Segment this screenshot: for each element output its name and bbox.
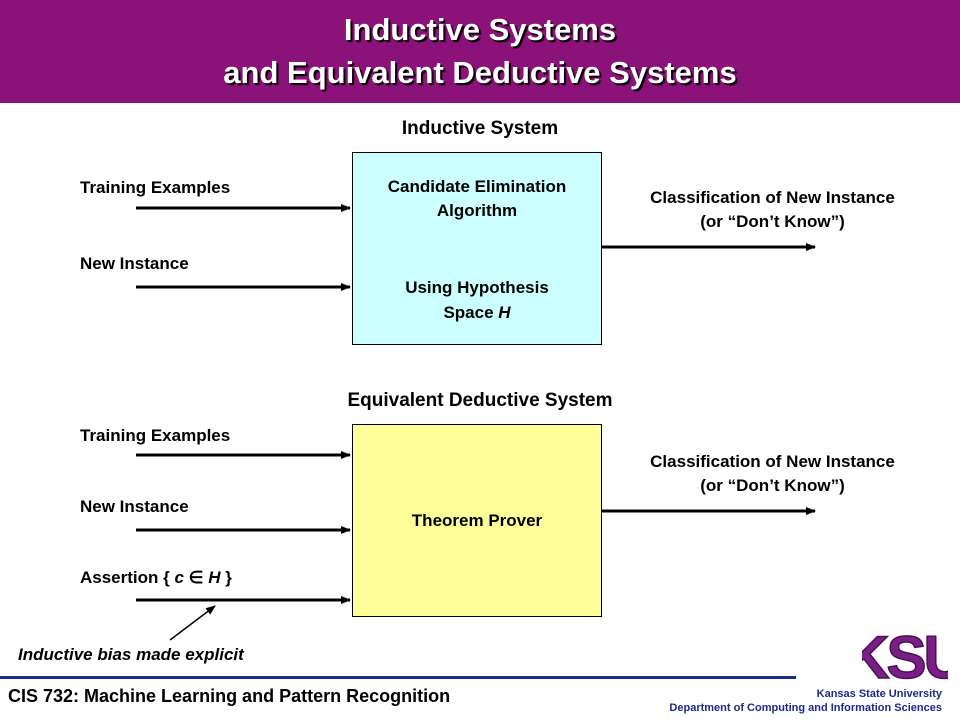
ind-box-line-2: Algorithm: [436, 201, 518, 220]
ind-box-line-3: Using Hypothesis: [405, 278, 549, 297]
ded-box-label: Theorem Prover: [411, 511, 543, 530]
ded-output-line-2: (or “Don’t Know”): [700, 476, 845, 495]
ded-new-instance-label: New Instance: [80, 497, 189, 516]
inductive-heading: Inductive System: [401, 118, 559, 139]
department-name: Department of Computing and Information …: [669, 702, 942, 714]
ind-box-line-4: Space H: [443, 303, 511, 322]
ind-training-label: Training Examples: [80, 178, 231, 197]
title-line-1: Inductive Systems: [343, 12, 617, 47]
university-name: Kansas State University: [816, 688, 942, 700]
deductive-heading: Equivalent Deductive System: [347, 390, 613, 411]
inductive-bias-callout: Inductive bias made explicit: [18, 645, 244, 664]
ded-training-label: Training Examples: [80, 426, 231, 445]
deductive-system-box: Theorem Prover: [352, 424, 602, 617]
ksu-logo-text: KSU: [862, 624, 948, 686]
title-line-2: and Equivalent Deductive Systems: [223, 55, 737, 90]
ind-box-line-1: Candidate Elimination: [387, 177, 567, 196]
ksu-logo: KSU: [862, 623, 948, 686]
ind-output-line-2: (or “Don’t Know”): [700, 212, 845, 231]
ded-assertion-label: Assertion { c ∈ H }: [80, 568, 232, 587]
course-title: CIS 732: Machine Learning and Pattern Re…: [8, 686, 451, 706]
ded-output-line-1: Classification of New Instance: [650, 452, 895, 471]
title-banner: Inductive Systems and Equivalent Deducti…: [0, 0, 960, 103]
ind-new-instance-label: New Instance: [80, 254, 189, 273]
inductive-system-box: Candidate Elimination Algorithm Using Hy…: [352, 152, 602, 345]
footer-rule: [0, 676, 796, 679]
callout-pointer: [169, 605, 216, 641]
ind-output-line-1: Classification of New Instance: [650, 188, 895, 207]
